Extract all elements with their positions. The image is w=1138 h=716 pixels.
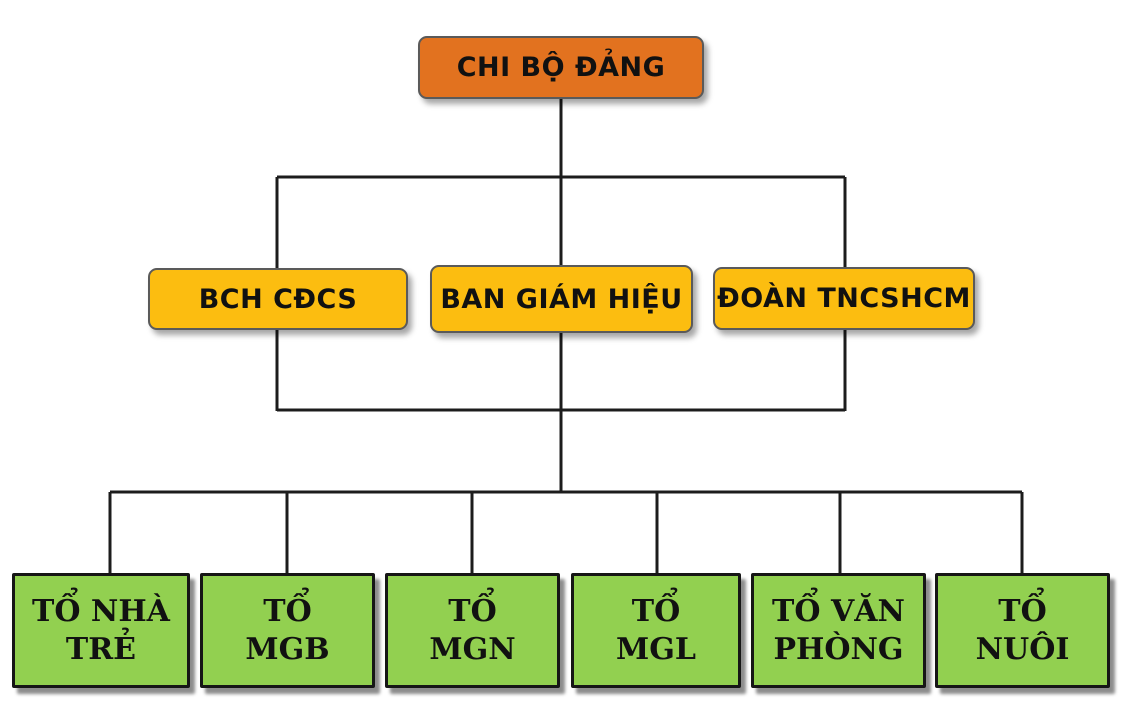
org-node-label-line1: TỔ [631,594,681,629]
org-node-label-line1: TỔ NHÀ [32,594,170,629]
org-node-to-nha-tre: TỔ NHÀ TRẺ [12,573,190,688]
org-node-to-mgn: TỔ MGN [385,573,560,688]
org-node-chi-bo-dang: CHI BỘ ĐẢNG [418,36,704,99]
org-node-label: BAN GIÁM HIỆU [440,283,683,315]
org-node-label-line2: PHÒNG [773,631,904,667]
org-node-to-mgb: TỔ MGB [200,573,375,688]
org-node-label-line2: NUÔI [975,631,1070,667]
org-node-label-line2: TRẺ [65,631,137,667]
org-node-bch-cdcs: BCH CĐCS [148,268,408,330]
org-node-label-line2: MGL [616,631,696,667]
org-node-label: BCH CĐCS [198,283,358,315]
org-node-doan-tncshcm: ĐOÀN TNCSHCM [713,267,975,330]
org-node-label-line2: MGN [429,631,516,667]
org-node-label: CHI BỘ ĐẢNG [456,52,666,83]
org-node-label-line1: TỔ [998,594,1047,629]
org-node-ban-giam-hieu: BAN GIÁM HIỆU [430,265,693,333]
org-node-label: ĐOÀN TNCSHCM [717,283,971,314]
org-node-label-line1: TỔ [448,594,497,629]
org-node-label-line1: TỔ [263,594,312,629]
org-node-label-line1: TỔ VĂN [772,594,905,629]
org-node-to-van-phong: TỔ VĂN PHÒNG [751,573,926,688]
org-node-to-nuoi: TỔ NUÔI [935,573,1110,688]
org-node-label-line2: MGB [245,631,330,667]
org-node-to-mgl: TỔ MGL [571,573,741,688]
